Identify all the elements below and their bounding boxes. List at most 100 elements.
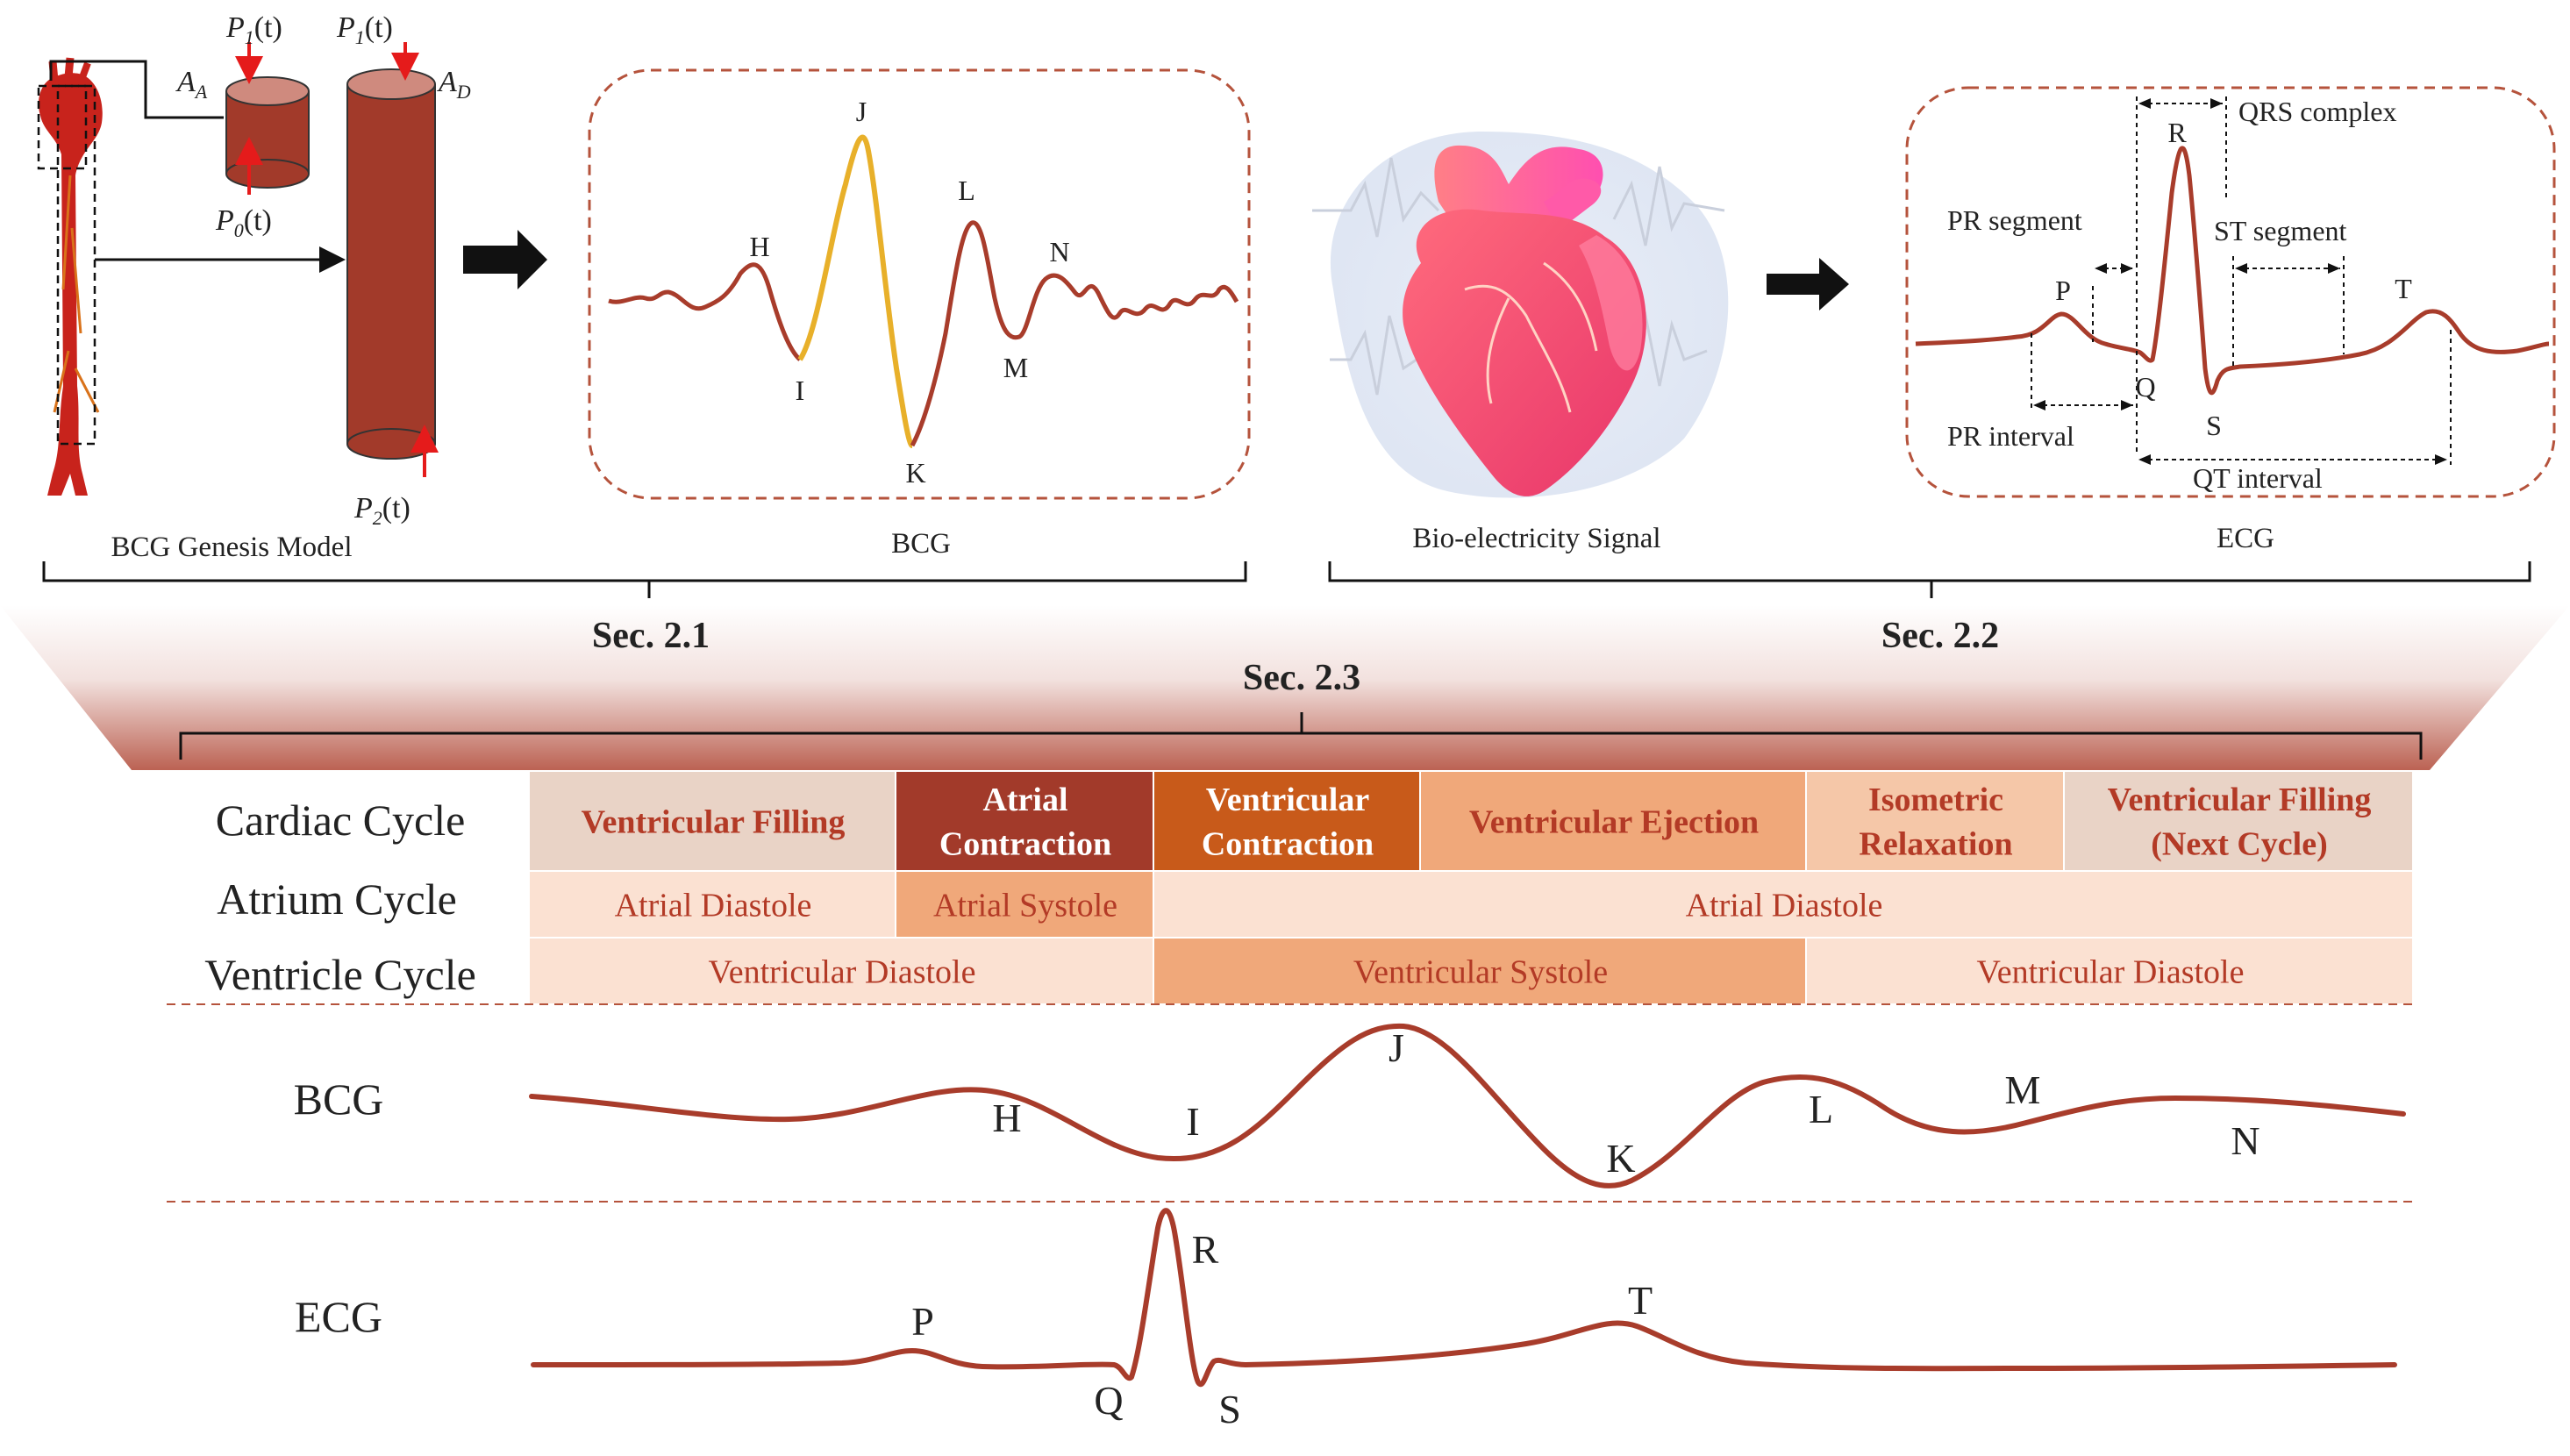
p2-label: P2(t) (353, 492, 410, 529)
qt-interval-label: QT interval (2193, 462, 2323, 494)
atrium-cell-1 (896, 872, 1153, 937)
heart-body (1403, 209, 1646, 496)
arrow-bio-to-ecg (1767, 258, 1849, 310)
bottom-bcg-j: J (1389, 1025, 1404, 1070)
heart-arteries (1464, 261, 1598, 413)
cardiac-cell-3-text-0: Ventricular Ejection (1469, 803, 1759, 840)
brace-sec21 (42, 561, 1247, 598)
ecg-top-label-r: R (2167, 117, 2187, 148)
bottom-bcg-label: BCG (294, 1074, 384, 1124)
cardiac-cycle-table: Ventricular FillingAtrialContractionVent… (530, 772, 2412, 1003)
bottom-ecg-q: Q (1094, 1378, 1123, 1423)
small-cylinder-bottom (225, 159, 310, 189)
bcg-top-label-h: H (749, 231, 769, 262)
genesis-caption: BCG Genesis Model (111, 532, 353, 563)
ventricle-cell-2 (1807, 939, 2412, 1003)
small-cylinder-top (225, 76, 310, 106)
brace-sec23 (179, 712, 2423, 760)
cardiac-cell-4-text-0: Isometric (1868, 782, 2003, 818)
ecg-top-label-s: S (2206, 410, 2222, 441)
aorta-shape (38, 73, 103, 496)
ecg-top-label-q: Q (2135, 371, 2155, 403)
pr-segment-label: PR segment (1947, 204, 2082, 236)
cardiac-cell-4-text-1: Relaxation (1859, 825, 2012, 862)
arrow-genesis-to-bcg (463, 230, 547, 289)
sec21-label: Sec. 2.1 (592, 616, 710, 656)
bottom-ecg: ECG P Q R S T (295, 1208, 2397, 1431)
aorta-branch-1 (48, 61, 59, 82)
ecg-panel: P Q R S T QRS complex PR segment ST segm… (1905, 86, 2556, 554)
aorta-branch-3 (79, 61, 91, 79)
bcg-top-label-i: I (796, 375, 805, 406)
fade-band (0, 605, 2570, 770)
cardiac-cell-1 (896, 772, 1153, 870)
qrs-complex-label: QRS complex (2238, 96, 2396, 127)
sec22-label: Sec. 2.2 (1881, 616, 1999, 656)
cardiac-cell-0 (530, 772, 895, 870)
bottom-ecg-s: S (1218, 1387, 1241, 1431)
heart-right-lobe (1579, 235, 1643, 371)
p0-label: P0(t) (215, 204, 272, 241)
pr-interval-label: PR interval (1947, 420, 2074, 452)
brace-sec22 (1328, 561, 2531, 598)
bcg-top-label-l: L (958, 175, 975, 206)
bcg-genesis-model: P1(t) P1(t) P0(t) P2(t) AA AD BCG Genesi… (37, 11, 471, 563)
cardiac-cell-3 (1421, 772, 1805, 870)
cardiac-cell-2-text-0: Ventricular (1206, 782, 1370, 818)
large-cylinder-body (347, 84, 435, 444)
bcg-top-label-j: J (856, 96, 867, 127)
cardiac-cell-5-text-1: (Next Cycle) (2151, 825, 2328, 862)
bcg-top-wave (608, 262, 802, 361)
connector-to-small-cylinder (49, 60, 224, 119)
sec23-label: Sec. 2.3 (1243, 658, 1360, 698)
bottom-bcg-i: I (1186, 1099, 1199, 1144)
ventricle-cell-0-text-0: Ventricular Diastole (709, 953, 976, 990)
bcg-top-wave-tail (910, 220, 1239, 447)
ventricle-cell-1 (1154, 939, 1805, 1003)
bcg-top-label-n: N (1049, 236, 1069, 268)
bcg-panel-box (588, 68, 1251, 500)
atrium-cell-2-text-0: Atrial Diastole (1686, 887, 1883, 924)
bottom-bcg: BCG H I J K L M N (294, 1023, 2406, 1188)
bottom-ecg-r: R (1192, 1227, 1219, 1272)
row-label-atrium: Atrium Cycle (217, 874, 457, 924)
p1-left-label: P1(t) (225, 11, 282, 48)
atrium-cell-0 (530, 872, 895, 937)
atrium-cell-1-text-0: Atrial Systole (933, 887, 1117, 924)
ventricle-cell-2-text-0: Ventricular Diastole (1977, 953, 2245, 990)
aorta-vessels (53, 175, 100, 413)
cardiac-cell-5-text-0: Ventricular Filling (2108, 782, 2372, 818)
bottom-bcg-h: H (992, 1096, 1021, 1140)
aa-label: AA (175, 66, 208, 103)
cardiac-cell-4 (1807, 772, 2063, 870)
ventricle-cell-1-text-0: Ventricular Systole (1353, 953, 1608, 990)
bottom-ecg-p: P (911, 1299, 934, 1344)
st-segment-label: ST segment (2214, 215, 2347, 246)
aorta-descending-box (56, 84, 96, 446)
aorta-arch-box (37, 84, 88, 170)
p1-right-label: P1(t) (336, 11, 393, 48)
bcg-caption: BCG (891, 528, 951, 560)
ecg-top-wave (1915, 146, 2550, 396)
bcg-top-label-k: K (905, 457, 925, 489)
ecg-trace-bg-top (1312, 157, 1725, 246)
ad-label: AD (437, 66, 471, 103)
cardiac-cell-1-text-1: Contraction (939, 825, 1111, 862)
bottom-bcg-m: M (2005, 1067, 2041, 1112)
ecg-panel-box (1905, 86, 2556, 498)
bottom-bcg-wave (529, 1023, 2406, 1188)
bottom-bcg-k: K (1606, 1136, 1635, 1181)
bottom-ecg-t: T (1628, 1278, 1653, 1323)
ecg-caption: ECG (2217, 523, 2274, 554)
cardiac-cell-0-text-0: Ventricular Filling (582, 803, 846, 840)
bio-caption: Bio-electricity Signal (1412, 523, 1660, 554)
row-label-ventricle: Ventricle Cycle (204, 950, 476, 999)
ventricle-cell-0 (530, 939, 1153, 1003)
bcg-panel: H I J K L M N BCG (588, 68, 1251, 560)
bcg-top-wave-highlight (797, 134, 915, 448)
large-cylinder-top (346, 68, 436, 100)
row-label-cardiac: Cardiac Cycle (216, 796, 466, 845)
cardiac-cell-5 (2065, 772, 2412, 870)
atrium-cell-0-text-0: Atrial Diastole (615, 887, 812, 924)
